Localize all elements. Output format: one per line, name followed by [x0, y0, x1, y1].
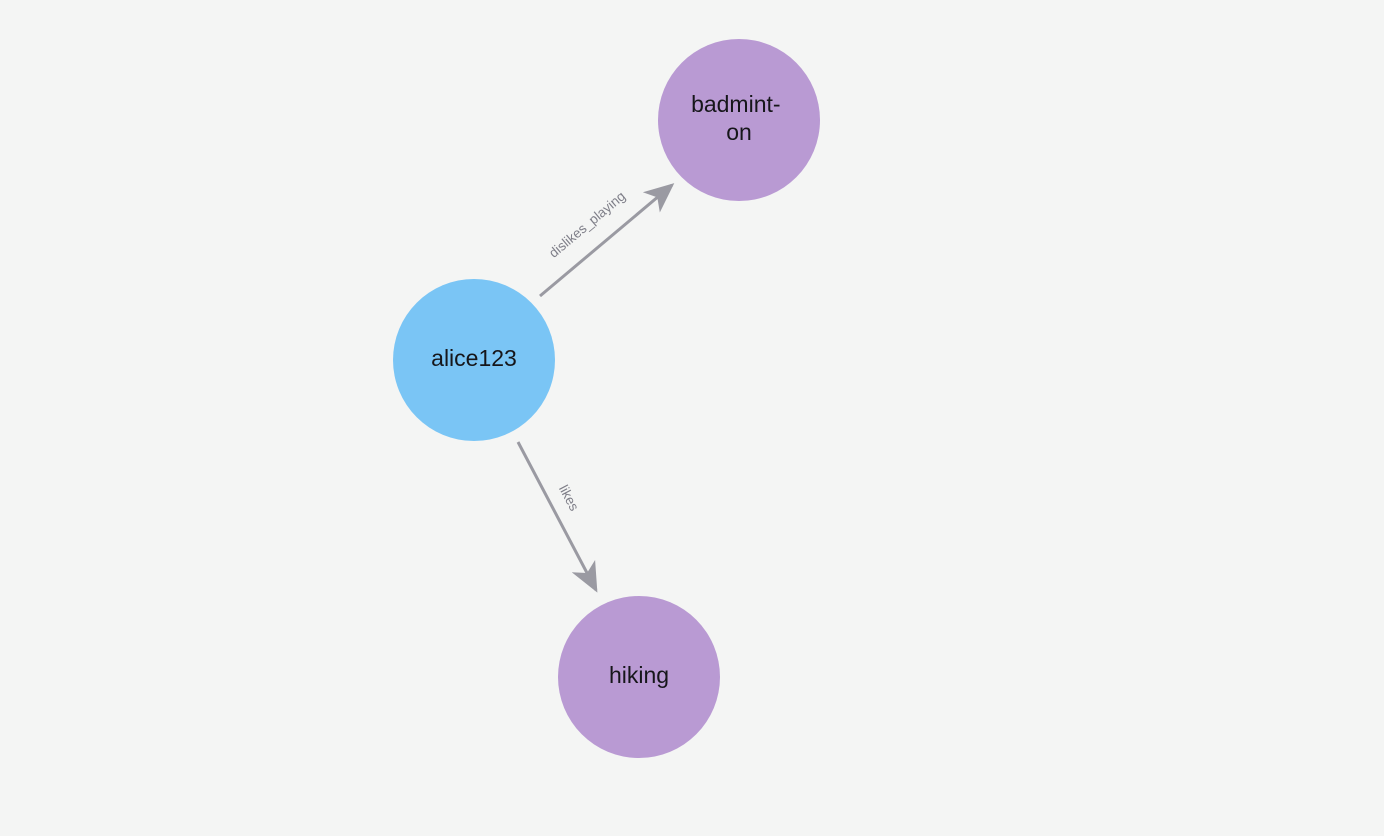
edge-dislikes-playing[interactable]: dislikes_playing [539, 183, 675, 298]
edge-label-likes: likes [556, 482, 582, 513]
edge-line-dislikes-playing[interactable] [539, 183, 675, 298]
edge-label-dislikes-playing: dislikes_playing [546, 188, 628, 260]
node-circle-badminton[interactable] [658, 39, 820, 201]
node-alice123[interactable]: alice123 [393, 279, 555, 441]
node-hiking[interactable]: hiking [558, 596, 720, 758]
node-circle-alice123[interactable] [393, 279, 555, 441]
node-badminton[interactable]: badmint- on [658, 39, 820, 201]
edge-likes[interactable]: likes [516, 441, 598, 593]
edge-line-likes[interactable] [516, 441, 598, 593]
node-circle-hiking[interactable] [558, 596, 720, 758]
nodes-layer: badmint- on alice123 hiking [393, 39, 820, 758]
